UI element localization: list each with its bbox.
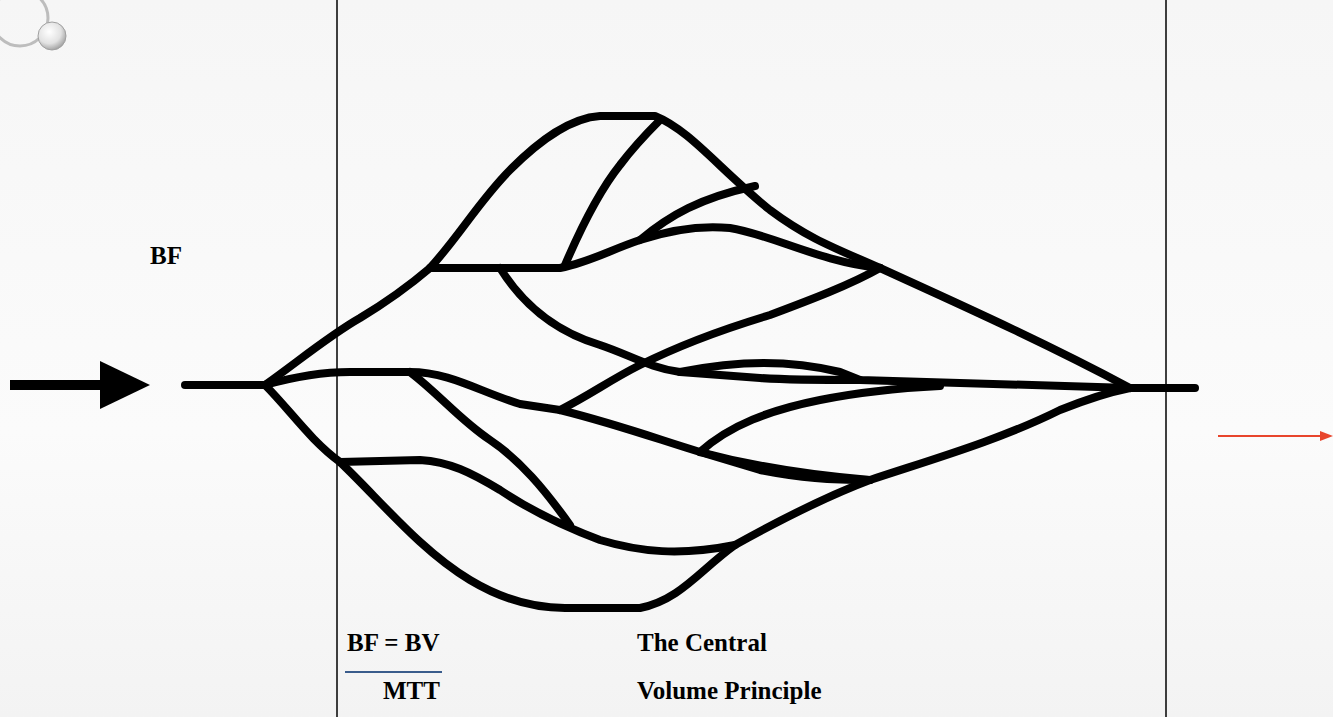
formula-numerator: BF = BV <box>347 619 440 667</box>
vessel <box>340 460 735 551</box>
region-boundary <box>1165 0 1167 717</box>
vessel-network <box>185 116 1195 608</box>
formula-denominator: MTT <box>383 667 440 715</box>
inflow-arrow-head <box>100 361 150 409</box>
vessel <box>430 227 880 268</box>
vessel <box>700 452 870 480</box>
vessel <box>265 116 1130 388</box>
region-boundary <box>336 0 338 717</box>
vessel <box>680 363 1130 388</box>
vessel <box>560 268 880 410</box>
vessel <box>410 372 570 525</box>
principle-caption: The Central Volume Principle <box>637 619 837 715</box>
outflow-arrow-head <box>1320 431 1333 441</box>
vessel <box>700 386 940 452</box>
flow-label: BF <box>150 232 182 280</box>
outlet-vessel <box>1130 384 1195 392</box>
inflow-arrow-shaft <box>10 380 102 390</box>
corner-bead <box>38 22 66 50</box>
vessel <box>565 120 660 265</box>
inlet-vessel <box>185 381 265 389</box>
vessel <box>265 385 1130 608</box>
fraction-bar <box>345 671 442 673</box>
outflow-arrow <box>1218 435 1322 437</box>
vessel <box>640 186 755 240</box>
